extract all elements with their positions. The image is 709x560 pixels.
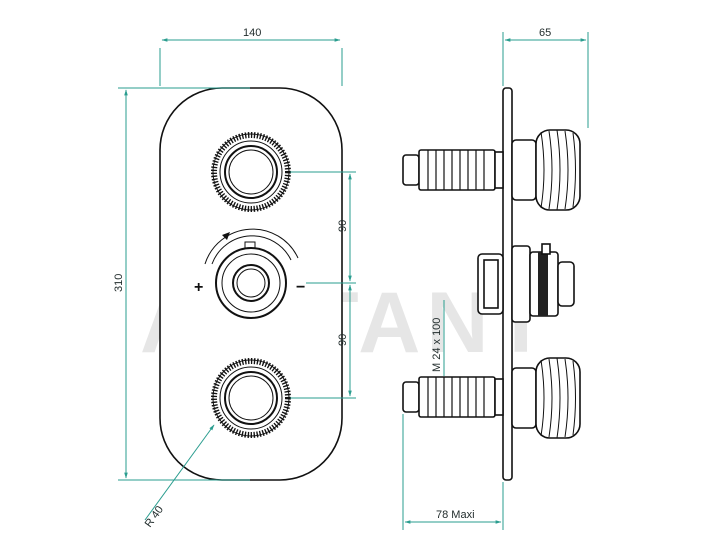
bottom-spacing-label: 90	[337, 334, 349, 346]
front-view: + −	[159, 87, 343, 481]
bottom-valve-knob	[211, 358, 291, 438]
height-dimension-label: 310	[113, 274, 125, 292]
side-plate	[502, 87, 513, 481]
side-view	[402, 87, 581, 481]
top-spacing-label: 90	[337, 220, 349, 232]
top-valve-knob	[211, 132, 291, 212]
max-length-label: 78 Maxi	[436, 509, 475, 521]
thermostat-knob: + −	[194, 228, 305, 319]
front-dimensions: 140 310 90 90 R 40	[113, 27, 356, 530]
depth-dimension-label: 65	[539, 27, 551, 39]
plus-symbol: +	[194, 279, 203, 296]
radius-label: R 40	[143, 504, 166, 530]
center-cartridge	[477, 243, 575, 323]
top-cartridge	[402, 129, 581, 211]
width-dimension-label: 140	[243, 27, 261, 39]
bottom-cartridge	[402, 357, 581, 439]
thread-label: M 24 x 100	[431, 318, 443, 372]
minus-symbol: −	[296, 279, 305, 296]
side-dimensions: 65 M 24 x 100 78 Maxi	[402, 27, 589, 530]
